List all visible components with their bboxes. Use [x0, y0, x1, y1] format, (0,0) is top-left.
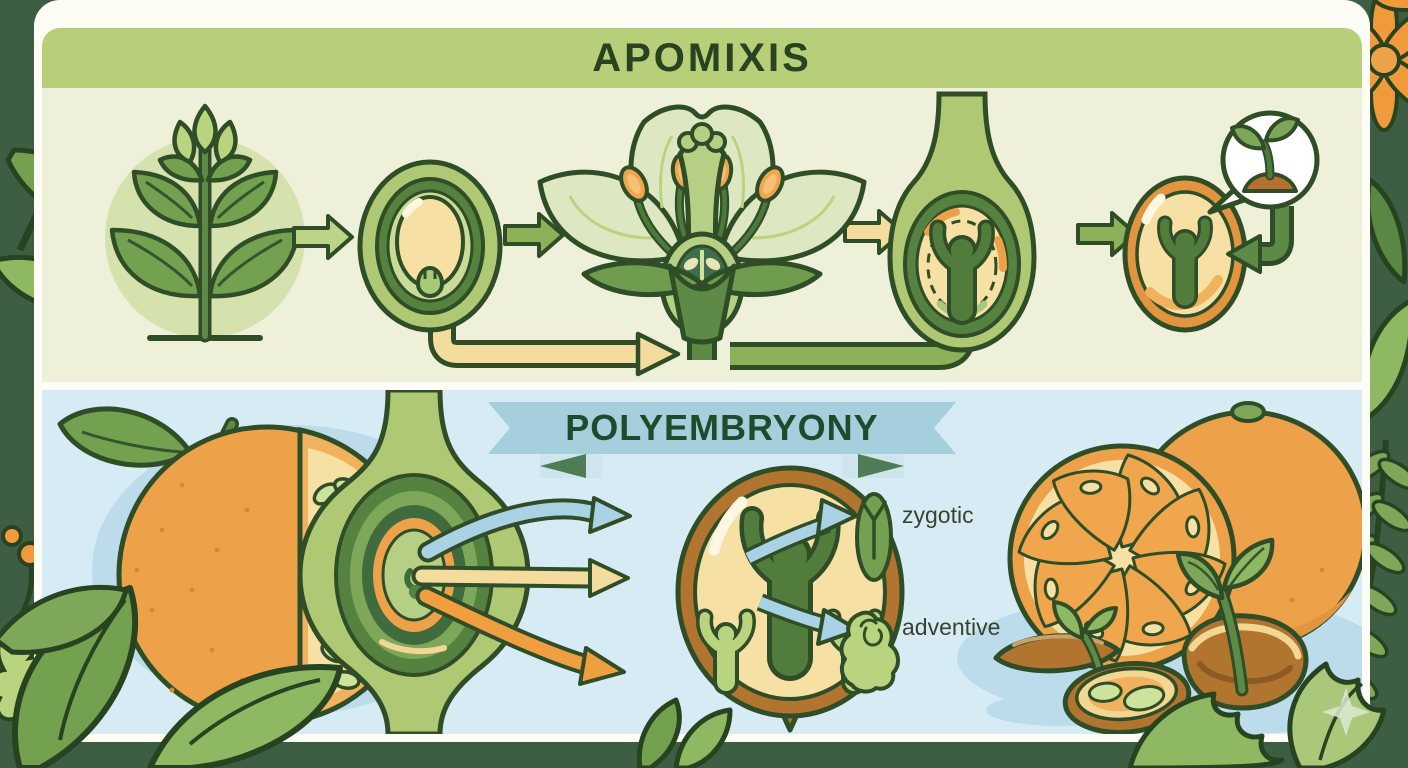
apomixis-title: APOMIXIS	[592, 35, 812, 80]
adventive-embryo-left	[696, 608, 756, 695]
polyembryony-ribbon	[488, 402, 956, 478]
step-arrow-2	[503, 212, 565, 258]
adventive-label: adventive	[902, 614, 1001, 640]
polyembryony-panel: POLYEMBRYONY zygotic adventive	[42, 390, 1362, 734]
apomixis-banner: APOMIXIS	[42, 28, 1362, 88]
apomixis-illustration	[105, 91, 1320, 377]
parent-plant	[105, 103, 305, 343]
flower-cross-section	[537, 104, 867, 360]
adventive-embryo-icon	[839, 610, 900, 694]
polyembryony-illustration	[57, 390, 1362, 734]
embryo-silhouette	[1157, 215, 1213, 309]
yellow-pathway-arrow	[428, 316, 681, 377]
ovule-with-apomictic-embryo	[887, 91, 1037, 353]
zygotic-seed-icon	[855, 492, 893, 582]
polyembryony-title: POLYEMBRYONY	[565, 407, 879, 448]
zygotic-label: zygotic	[902, 502, 974, 528]
poster-card: APOMIXIS	[34, 0, 1370, 742]
label-arrows	[743, 498, 860, 646]
mature-seed	[1122, 175, 1248, 333]
apomixis-panel	[42, 88, 1362, 382]
step-arrow-1	[292, 214, 354, 260]
seedling-speech-bubble	[1207, 110, 1320, 274]
bubble-return-arrow	[1226, 206, 1294, 274]
embryo-origin-arrows	[411, 496, 632, 686]
ovule	[357, 159, 503, 333]
embryo-silhouette	[929, 219, 995, 325]
